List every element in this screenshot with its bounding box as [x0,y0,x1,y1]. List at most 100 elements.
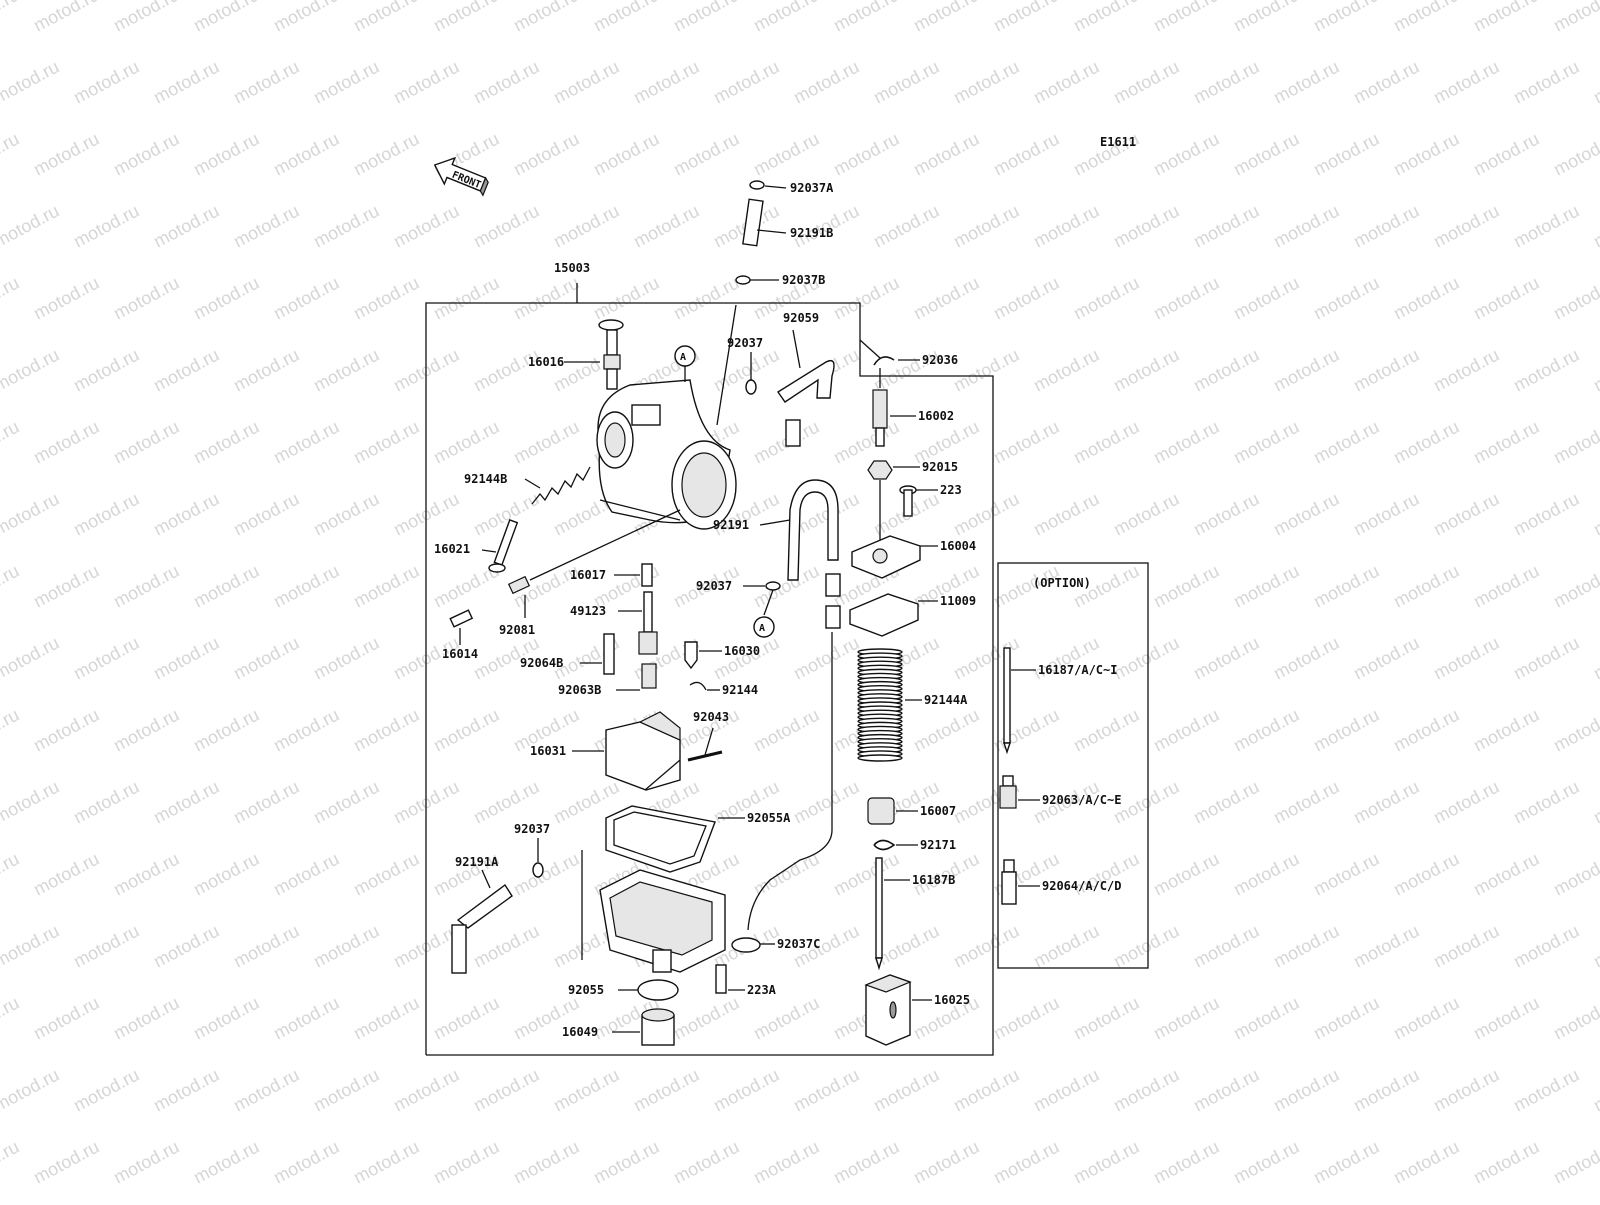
watermark-text: motod.ru [190,849,262,900]
watermark-text: motod.ru [190,705,262,756]
watermark-text: motod.ru [30,1137,102,1188]
watermark-text: motod.ru [1590,633,1600,684]
label-15003: 15003 [554,261,590,275]
pin-92043 [687,727,723,762]
watermark-text: motod.ru [1470,1137,1542,1188]
watermark-text: motod.ru [0,345,62,396]
watermark-text: motod.ru [350,0,422,36]
watermark-text: motod.ru [310,1065,382,1116]
watermark-text: motod.ru [1190,57,1262,108]
watermark-text: motod.ru [830,849,902,900]
cap-16004 [851,535,938,579]
watermark-text: motod.ru [630,201,702,252]
watermark-text: motod.ru [30,705,102,756]
label-16049: 16049 [562,1025,598,1039]
watermark-text: motod.ru [950,201,1022,252]
watermark-text: motod.ru [0,849,22,900]
watermark-text: motod.ru [910,0,982,36]
watermark-text: motod.ru [1310,1137,1382,1188]
watermark-text: motod.ru [830,0,902,36]
watermark-text: motod.ru [1030,1065,1102,1116]
watermark-text: motod.ru [750,129,822,180]
watermark-text: motod.ru [1590,201,1600,252]
watermark-text: motod.ru [70,345,142,396]
watermark-text: motod.ru [1350,633,1422,684]
watermark-text: motod.ru [670,273,742,324]
watermark-text: motod.ru [1230,561,1302,612]
diagram-code: E1611 [1100,135,1136,149]
watermark-text: motod.ru [150,777,222,828]
watermark-text: motod.ru [1190,633,1262,684]
callout-A-top: A [680,352,686,363]
watermark-text: motod.ru [350,417,422,468]
watermark-text: motod.ru [1350,1065,1422,1116]
watermark-text: motod.ru [0,777,62,828]
gasket-92037C [731,937,775,953]
watermark-text: motod.ru [310,633,382,684]
label-16007: 16007 [920,804,956,818]
watermark-text: motod.ru [270,0,342,36]
throttle-valve-16025 [864,974,932,1046]
watermark-text: motod.ru [1590,489,1600,540]
label-92037-mid: 92037 [696,579,732,593]
watermark-text: motod.ru [910,273,982,324]
watermark-text: motod.ru [790,777,862,828]
watermark-text: motod.ru [510,273,582,324]
watermark-text: motod.ru [1350,345,1422,396]
watermark-text: motod.ru [1390,705,1462,756]
watermark-text: motod.ru [1190,201,1262,252]
watermark-text: motod.ru [710,633,782,684]
watermark-text: motod.ru [550,57,622,108]
watermark-text: motod.ru [1550,273,1600,324]
watermark-text: motod.ru [1110,489,1182,540]
watermark-text: motod.ru [830,1137,902,1188]
watermark-text: motod.ru [1070,417,1142,468]
label-16014: 16014 [442,647,478,661]
watermark-text: motod.ru [990,273,1062,324]
watermark-text: motod.ru [1110,633,1182,684]
spring-92081 [507,509,681,618]
watermark-text: motod.ru [0,1065,62,1116]
watermark-text: motod.ru [1350,489,1422,540]
watermark-text: motod.ru [0,633,62,684]
watermark-text: motod.ru [190,1137,262,1188]
watermark-text: motod.ru [230,57,302,108]
spring-92144A [857,648,903,762]
watermark-text: motod.ru [30,0,102,36]
watermark-text: motod.ru [150,345,222,396]
watermark-text: motod.ru [1550,561,1600,612]
label-92191B: 92191B [790,226,833,240]
screw-16014 [449,609,474,645]
watermark-text: motod.ru [430,273,502,324]
watermark-text: motod.ru [1230,0,1302,36]
label-223: 223 [940,483,962,497]
label-92081: 92081 [499,623,535,637]
watermark-text: motod.ru [1270,489,1342,540]
label-16002: 16002 [918,409,954,423]
watermark-text: motod.ru [1270,1065,1342,1116]
watermark-text: motod.ru [1030,921,1102,972]
watermark-text: motod.ru [430,705,502,756]
watermark-text: motod.ru [750,993,822,1044]
watermark-text: motod.ru [550,201,622,252]
watermark-text: motod.ru [310,489,382,540]
watermark-text: motod.ru [0,417,22,468]
watermark-text: motod.ru [1510,921,1582,972]
watermark-text: motod.ru [390,57,462,108]
watermark-text: motod.ru [790,57,862,108]
watermark-text: motod.ru [430,1137,502,1188]
watermark-text: motod.ru [790,633,862,684]
label-92144A: 92144A [924,693,968,707]
watermark-text: motod.ru [870,201,942,252]
watermark-text: motod.ru [790,1065,862,1116]
watermark-text: motod.ru [1470,417,1542,468]
label-92037-top: 92037 [727,336,763,350]
watermark-text: motod.ru [0,993,22,1044]
watermark-text: motod.ru [1470,849,1542,900]
watermark-text: motod.ru [30,561,102,612]
watermark-text: motod.ru [910,129,982,180]
watermark-text: motod.ru [990,705,1062,756]
watermark-text: motod.ru [1390,129,1462,180]
watermark-text: motod.ru [30,129,102,180]
